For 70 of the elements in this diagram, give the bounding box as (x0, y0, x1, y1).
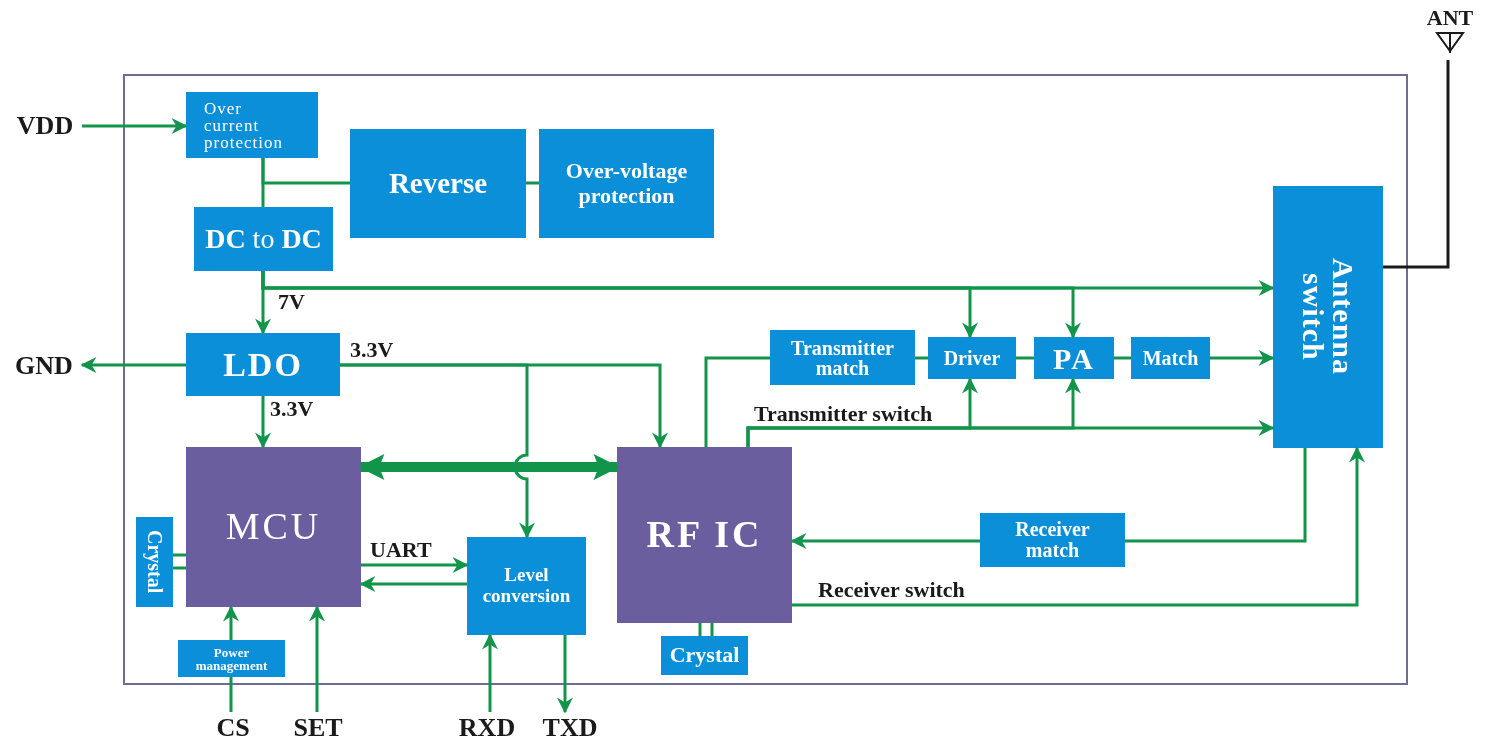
module-outline (123, 74, 1408, 685)
arrow (1210, 350, 1275, 366)
connector-line (710, 623, 714, 636)
block-label: Power management (194, 645, 269, 672)
arrow (223, 605, 239, 640)
block (186, 92, 318, 158)
block (136, 517, 173, 607)
chip-block (186, 447, 361, 607)
connector-line (1383, 60, 1450, 269)
connector-line (261, 158, 350, 185)
pin-label: VDD (16, 111, 74, 141)
pin-label: RXD (458, 713, 516, 743)
block (928, 337, 1016, 379)
block-label: Over-voltage protection (564, 159, 689, 208)
block (350, 129, 526, 238)
pin-label: TXD (542, 713, 598, 743)
arrow (746, 377, 1081, 447)
pin-label: SET (293, 713, 343, 743)
block-label: Transmitter match (790, 337, 895, 378)
block (1273, 186, 1383, 448)
connector-line (1016, 356, 1034, 360)
connector-line (1125, 448, 1307, 543)
arrow (80, 357, 186, 373)
pin-label: GND (15, 351, 73, 381)
block (980, 513, 1125, 567)
connector-line (1114, 356, 1131, 360)
connector-line (704, 356, 770, 447)
connector-line (173, 566, 186, 570)
block-label: LDO (223, 345, 303, 384)
block (661, 636, 748, 675)
connector-line (173, 553, 186, 557)
block-label: Crystal (669, 643, 740, 668)
block-label: Driver (943, 347, 1001, 369)
arrow (792, 446, 1365, 607)
arrow (790, 533, 980, 549)
block-label: RF IC (646, 514, 763, 556)
block-label: Match (1142, 347, 1199, 369)
block-label: Over current protection (204, 99, 284, 151)
block-label: Receiver match (1014, 519, 1091, 561)
block-label: Reverse (388, 167, 488, 200)
arrow (82, 118, 188, 134)
block-label: Antenna switch (1298, 257, 1358, 378)
block-label: MCU (225, 506, 322, 548)
block (194, 207, 333, 271)
block (178, 640, 285, 677)
connector-line (229, 677, 233, 712)
chip-block (617, 447, 792, 623)
connector-line (526, 181, 539, 185)
block-label: Level conversion (481, 565, 572, 607)
block (770, 330, 915, 385)
arrow (358, 454, 620, 480)
block (1034, 337, 1114, 379)
block-label: PA (1053, 341, 1095, 375)
block (539, 129, 714, 238)
pin-label: ANT (1426, 6, 1474, 31)
arrow (359, 576, 467, 592)
arrow (255, 396, 271, 449)
connector-line (698, 623, 702, 636)
arrow (340, 363, 535, 539)
arrow (361, 557, 469, 573)
block (467, 537, 586, 635)
pin-label: CS (216, 713, 250, 743)
block-label: DC to DC (205, 223, 322, 255)
arrow (557, 635, 573, 714)
arrow (309, 605, 325, 712)
connector-line (915, 356, 928, 360)
arrow (482, 633, 498, 712)
block (1131, 337, 1210, 379)
block-label: Crystal (143, 530, 166, 594)
block (186, 333, 340, 396)
